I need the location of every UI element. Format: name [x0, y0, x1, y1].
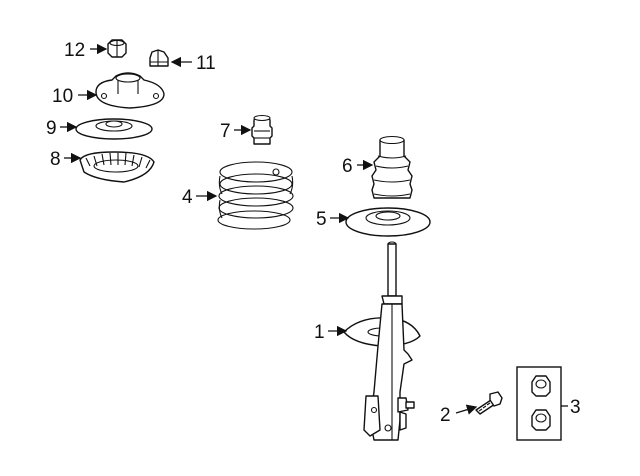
- arrow-2: [455, 404, 478, 415]
- callout-label-6: 6: [342, 156, 353, 177]
- bump-stop: [251, 114, 273, 145]
- callout-label-4: 4: [182, 187, 193, 208]
- callout-arrows: [60, 43, 568, 415]
- bolt: [475, 391, 503, 415]
- callout-label-8: 8: [50, 149, 61, 170]
- spring-insulator: [79, 151, 155, 183]
- callout-label-11: 11: [196, 53, 216, 74]
- callout-label-12: 12: [64, 40, 85, 61]
- callout-label-5: 5: [316, 209, 327, 230]
- lower-spring-seat: [345, 207, 431, 237]
- callout-label-2: 2: [440, 405, 451, 426]
- nut-kit: [516, 366, 562, 441]
- coil-spring: [217, 161, 294, 230]
- callout-label-9: 9: [46, 118, 57, 139]
- callout-labels: 1 2 3 4 5 6 7 8 9 10 11 12: [46, 40, 581, 426]
- callout-label-7: 7: [220, 121, 231, 142]
- upper-spring-seat: [75, 118, 153, 140]
- mount-nut: [149, 49, 169, 67]
- callout-label-3: 3: [570, 397, 581, 418]
- dust-boot: [371, 135, 413, 199]
- callout-label-1: 1: [314, 322, 325, 343]
- strut-nut: [107, 39, 127, 58]
- callout-label-10: 10: [52, 86, 73, 107]
- strut-assembly: [343, 241, 421, 441]
- strut-mount: [95, 72, 165, 109]
